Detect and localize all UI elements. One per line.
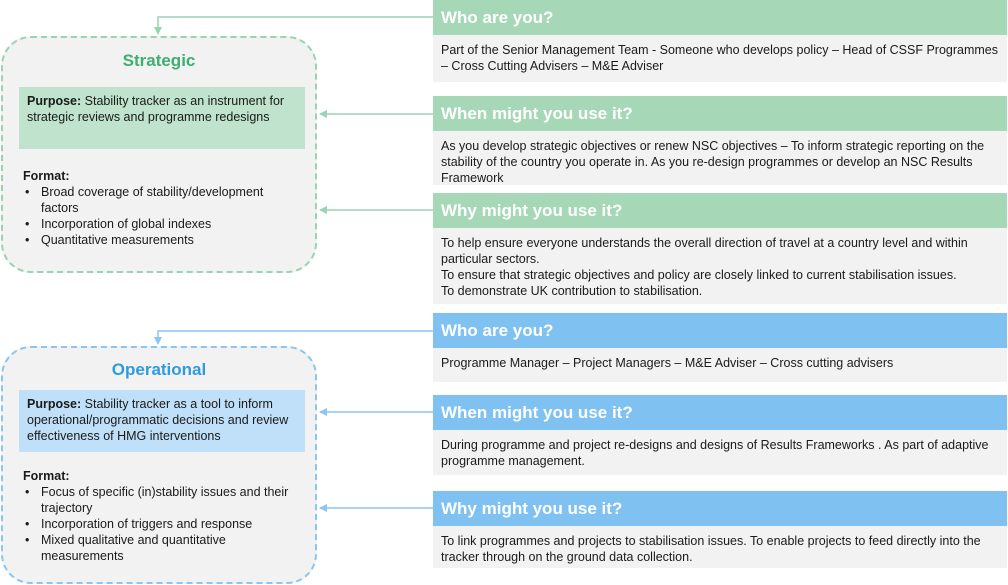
operational-purpose-text: Stability tracker as a tool to inform op… [27,397,289,443]
strategic-purpose: Purpose: Stability tracker as an instrum… [19,87,305,149]
operational-when-body: During programme and project re-designs … [433,430,1007,475]
operational-when-text: During programme and project re-designs … [441,438,989,468]
operational-who-header: Who are you? [433,313,1007,348]
list-item: Incorporation of triggers and response [23,516,303,532]
operational-when-header: When might you use it? [433,395,1007,430]
operational-format-list: Focus of specific (in)stability issues a… [23,484,303,564]
strategic-why-text-1: To help ensure everyone understands the … [441,236,968,266]
operational-title: Operational [111,360,207,379]
strategic-why-header: Why might you use it? [433,193,1007,228]
strategic-why-body: To help ensure everyone understands the … [433,228,1007,304]
operational-why-body: To link programmes and projects to stabi… [433,526,1007,568]
strategic-format-label: Format: [23,169,70,183]
operational-why-text: To link programmes and projects to stabi… [441,534,981,564]
operational-purpose: Purpose: Stability tracker as a tool to … [19,390,305,452]
list-item: Mixed qualitative and quantitative measu… [23,532,303,564]
strategic-format-list: Broad coverage of stability/development … [23,184,303,248]
strategic-when-text: As you develop strategic objectives or r… [441,139,985,185]
strategic-who-body: Part of the Senior Management Team - Som… [433,35,1007,82]
list-item: Quantitative measurements [23,232,303,248]
operational-format-label: Format: [23,469,70,483]
strategic-why-text-2: To ensure that strategic objectives and … [441,268,957,282]
strategic-when-body: As you develop strategic objectives or r… [433,131,1007,185]
operational-why-header: Why might you use it? [433,491,1007,526]
strategic-why-text-3: To demonstrate UK contribution to stabil… [441,284,703,298]
list-item: Focus of specific (in)stability issues a… [23,484,303,516]
strategic-format: Format: Broad coverage of stability/deve… [23,168,303,248]
strategic-panel: Strategic Purpose: Stability tracker as … [1,36,317,273]
operational-format: Format: Focus of specific (in)stability … [23,468,303,564]
list-item: Incorporation of global indexes [23,216,303,232]
operational-who-text: Programme Manager – Project Managers – M… [441,356,894,370]
list-item: Broad coverage of stability/development … [23,184,303,216]
strategic-purpose-label: Purpose: [27,94,82,108]
strategic-who-header: Who are you? [433,0,1007,35]
strategic-who-text: Part of the Senior Management Team - Som… [441,43,998,73]
strategic-purpose-text: Stability tracker as an instrument for s… [27,94,285,124]
operational-purpose-label: Purpose: [27,397,82,411]
arrow-who-operational [154,330,433,345]
strategic-title: Strategic [122,51,196,70]
operational-panel: Operational Purpose: Stability tracker a… [1,346,317,584]
arrow-who-strategic [154,16,433,35]
operational-who-body: Programme Manager – Project Managers – M… [433,348,1007,382]
strategic-when-header: When might you use it? [433,96,1007,131]
